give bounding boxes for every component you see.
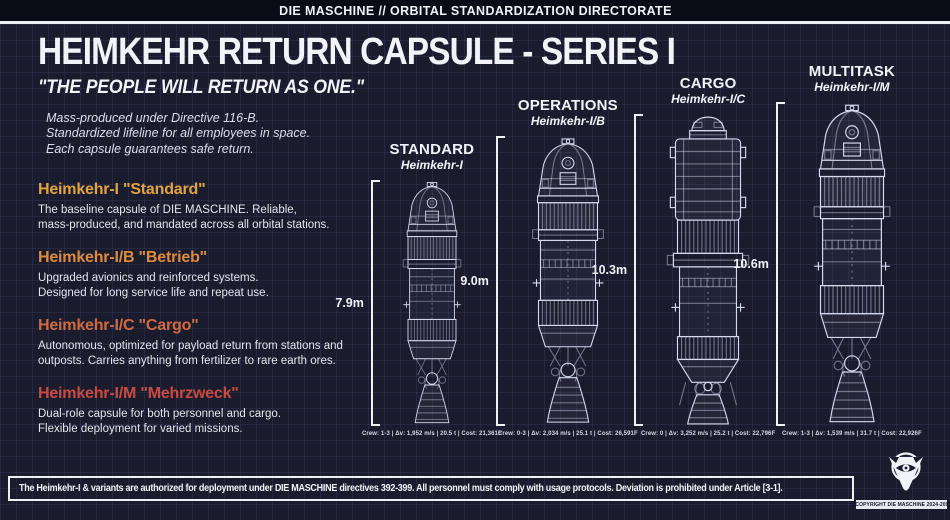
notice-text: The Heimkehr-I & variants are authorized…: [19, 483, 783, 494]
capsule-blueprint-operations: [531, 138, 604, 423]
capsule-column-multitask: MULTITASK Heimkehr-I/M 10.6m Crew: 1-3 |…: [733, 64, 922, 438]
capsule-figure: 10.3m: [592, 114, 769, 426]
height-label: 7.9m: [335, 296, 364, 310]
intro-line-2: Standardized lifeline for all employees …: [46, 126, 311, 141]
capsule-column-cargo: CARGO Heimkehr-I/C 10.3m Crew: 0 | Δv: 3…: [592, 76, 776, 438]
capsule-label: OPERATIONS Heimkehr-I/B: [518, 98, 618, 128]
height-bracket: [495, 136, 505, 426]
capsule-model-label: Heimkehr-I: [400, 158, 463, 172]
variant-description: Upgraded avionics and reinforced systems…: [38, 271, 368, 301]
capsule-blueprint-standard: [402, 182, 462, 424]
capsule-label: STANDARD Heimkehr-I: [390, 142, 475, 172]
capsule-model-label: Heimkehr-I/B: [530, 114, 605, 128]
copyright-text: ©COPYRIGHT DIE MASCHINE 2024-2099: [851, 501, 950, 508]
intro-text: Mass-produced under Directive 116-B. Sta…: [46, 111, 650, 157]
variant-desc-line: Designed for long service life and repea…: [38, 286, 269, 299]
variant-desc-line: The baseline capsule of DIE MASCHINE. Re…: [38, 203, 297, 216]
variant-desc-line: Dual-role capsule for both personnel and…: [38, 407, 281, 420]
variant-description: Dual-role capsule for both personnel and…: [38, 407, 368, 437]
capsule-class-label: CARGO: [679, 75, 737, 92]
page-title: HEIMKEHR RETURN CAPSULE - SERIES I: [38, 31, 676, 73]
notice-box: The Heimkehr-I & variants are authorized…: [8, 476, 854, 501]
variant-name: Heimkehr-I/C "Cargo": [38, 316, 199, 334]
variant-item-betrieb: Heimkehr-I/B "Betrieb" Upgraded avionics…: [38, 249, 368, 301]
capsule-spec-line: Crew: 0 | Δv: 3,252 m/s | 25.2 t | Cost:…: [641, 431, 776, 437]
capsule-spec-line: Crew: 1-3 | Δv: 1,539 m/s | 31.7 t | Cos…: [782, 431, 922, 437]
variant-name: Heimkehr-I/M "Mehrzweck": [38, 384, 239, 402]
height-bracket: [775, 102, 785, 426]
capsule-column-operations: OPERATIONS Heimkehr-I/B 9.0m Crew: 0-3 |…: [460, 98, 638, 438]
capsule-blueprint-multitask: [813, 104, 891, 423]
height-label: 9.0m: [460, 274, 489, 288]
capsule-column-standard: STANDARD Heimkehr-I 7.9m Crew: 1-3 | Δv:…: [335, 142, 502, 438]
variant-list: Heimkehr-I "Standard" The baseline capsu…: [38, 181, 368, 437]
variant-name: Heimkehr-I/B "Betrieb": [38, 248, 208, 266]
capsule-class-label: STANDARD: [389, 141, 475, 158]
variant-desc-line: Upgraded avionics and reinforced systems…: [38, 271, 259, 284]
capsule-figure: 7.9m: [335, 180, 480, 426]
height-bracket: [634, 114, 644, 426]
capsule-spec-line: Crew: 1-3 | Δv: 1,952 m/s | 20.5 t | Cos…: [362, 431, 502, 437]
shield-triangle: [889, 457, 923, 491]
height-label: 10.6m: [733, 257, 769, 271]
intro-line-3: Each capsule guarantees safe return.: [46, 141, 254, 156]
capsule-label: CARGO Heimkehr-I/C: [671, 76, 745, 106]
capsule-model-label: Heimkehr-I/C: [671, 92, 746, 106]
capsule-spec-line: Crew: 0-3 | Δv: 2,034 m/s | 25.1 t | Cos…: [498, 431, 638, 437]
intro-line-1: Mass-produced under Directive 116-B.: [46, 111, 260, 125]
variant-item-mehrzweck: Heimkehr-I/M "Mehrzweck" Dual-role capsu…: [38, 385, 368, 437]
directorate-logo: [889, 452, 923, 491]
variant-desc-line: outposts. Carries anything from fertiliz…: [38, 354, 336, 367]
variant-name: Heimkehr-I "Standard": [38, 180, 206, 198]
variant-item-standard: Heimkehr-I "Standard" The baseline capsu…: [38, 181, 368, 233]
capsule-figure: 10.6m: [733, 102, 915, 426]
capsule-figure: 9.0m: [460, 136, 627, 426]
capsule-class-label: OPERATIONS: [517, 97, 618, 114]
header-banner-text: DIE MASCHINE // ORBITAL STANDARDIZATION …: [278, 3, 672, 18]
capsule-class-label: MULTITASK: [808, 63, 895, 80]
header-banner: DIE MASCHINE // ORBITAL STANDARDIZATION …: [0, 0, 950, 21]
capsule-label: MULTITASK Heimkehr-I/M: [809, 64, 895, 94]
variant-desc-line: Flexible deployment for varied missions.: [38, 422, 243, 435]
height-bracket: [370, 180, 380, 426]
tagline: "THE PEOPLE WILL RETURN AS ONE.": [38, 77, 364, 98]
variant-desc-line: Autonomous, optimized for payload return…: [38, 339, 343, 352]
top-divider: [0, 21, 950, 24]
variant-desc-line: mass-produced, and mandated across all o…: [38, 218, 330, 231]
copyright-strip: ©COPYRIGHT DIE MASCHINE 2024-2099: [852, 500, 950, 509]
left-column: HEIMKEHR RETURN CAPSULE - SERIES I "THE …: [38, 31, 676, 437]
variant-item-cargo: Heimkehr-I/C "Cargo" Autonomous, optimiz…: [38, 317, 368, 369]
capsule-model-label: Heimkehr-I/M: [814, 80, 890, 94]
variant-description: The baseline capsule of DIE MASCHINE. Re…: [38, 203, 368, 233]
height-label: 10.3m: [591, 263, 628, 277]
variant-description: Autonomous, optimized for payload return…: [38, 339, 368, 369]
